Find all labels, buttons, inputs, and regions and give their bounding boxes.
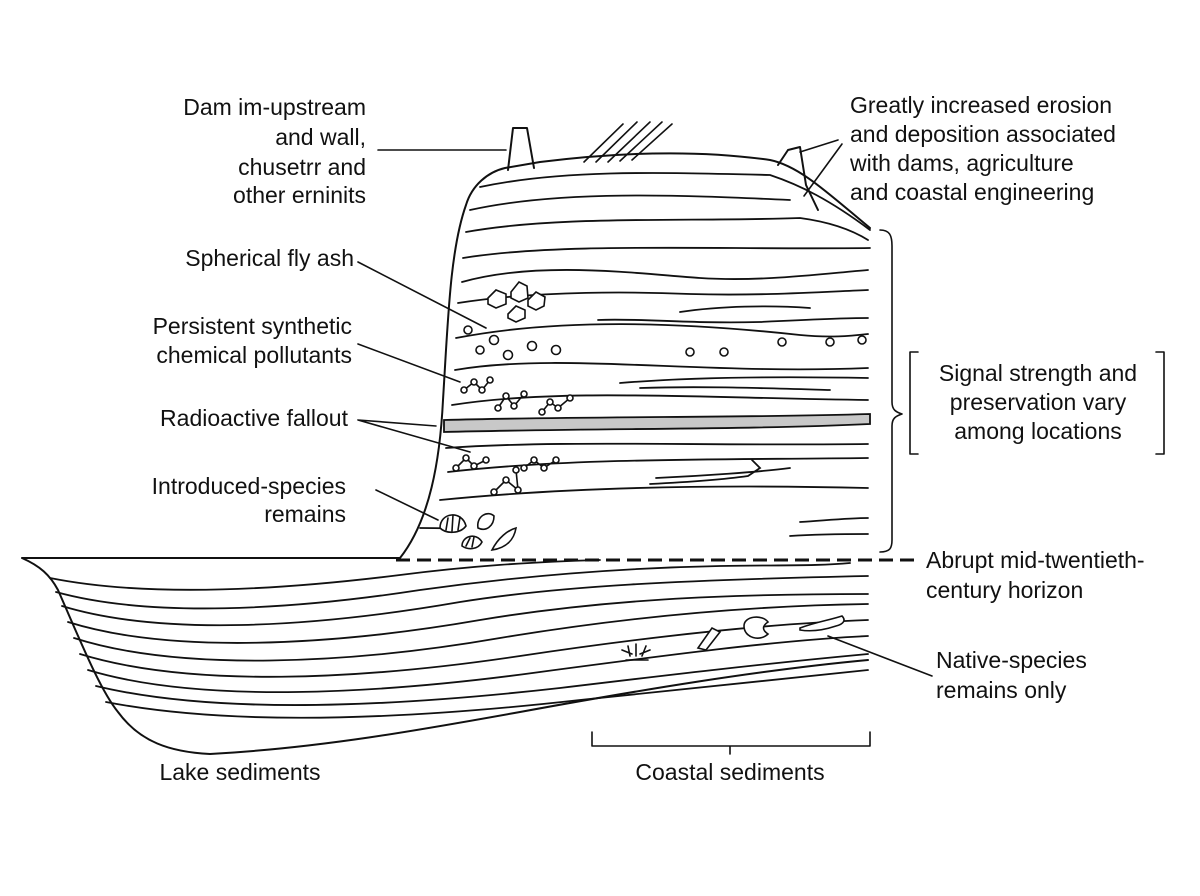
- stratum-line: [461, 269, 869, 283]
- leader-lines: [357, 139, 933, 677]
- signal-label-line1: Signal strength and: [939, 360, 1137, 386]
- stratum-line: [462, 246, 871, 259]
- stratum-line: [439, 485, 869, 501]
- stratum-line: [465, 217, 869, 241]
- stratum-line: [95, 653, 869, 707]
- fly-ash-spheres: [463, 325, 867, 361]
- signal-left-bracket: [909, 351, 919, 455]
- stratum-line: [87, 635, 869, 693]
- stratum-line: [655, 467, 791, 479]
- lake-sediments-label: Lake sediments: [159, 759, 320, 785]
- stratum-line: [479, 172, 871, 231]
- stratum-line: [55, 562, 851, 610]
- erosion-label-line4: and coastal engineering: [850, 179, 1094, 205]
- coastal-bracket: [591, 731, 871, 755]
- stratum-line: [49, 559, 601, 591]
- coastal-sediments-label: Coastal sediments: [635, 759, 824, 785]
- dam-label-line3: chusetrr and: [238, 154, 366, 180]
- stratum-line: [105, 669, 869, 719]
- stratum-line: [73, 603, 869, 662]
- pollutants-label-line1: Persistent synthetic: [153, 313, 352, 339]
- dam-label-line2: and wall,: [275, 124, 366, 150]
- horizon-label-line2: century horizon: [926, 577, 1083, 603]
- upper-strata-bracket: [879, 229, 903, 553]
- erosion-label-line1: Greatly increased erosion: [850, 92, 1112, 118]
- stratum-line: [469, 194, 791, 211]
- introduced-species-shells: [439, 512, 517, 552]
- brackets: [591, 229, 1165, 755]
- left-dam-structure: [507, 127, 535, 171]
- lower-strata: [21, 557, 869, 755]
- native-label-line1: Native-species: [936, 647, 1087, 673]
- right-dam-structure: [777, 146, 819, 211]
- stratum-line: [445, 442, 869, 449]
- horizon-label-line1: Abrupt mid-twentieth-: [926, 547, 1145, 573]
- stratum-line: [649, 459, 762, 485]
- stratum-line: [451, 394, 869, 406]
- erosion-label-line3: with dams, agriculture: [849, 150, 1074, 176]
- pollutants-label-line2: chemical pollutants: [156, 342, 352, 368]
- stratum-line: [454, 362, 869, 371]
- pollutant-molecules: [452, 376, 574, 496]
- signal-label-line3: among locations: [954, 418, 1122, 444]
- dam-label-line1: Dam im-upstream: [183, 94, 366, 120]
- signal-label-line2: preservation vary: [950, 389, 1127, 415]
- lake-basin-outline: [21, 557, 869, 755]
- stratum-line: [61, 575, 869, 627]
- stratum-line: [455, 323, 869, 339]
- native-species-fossils: [621, 615, 845, 661]
- introduced-label-line1: Introduced-species: [152, 473, 346, 499]
- surface-hatch-lines: [583, 121, 673, 163]
- stratum-line: [597, 317, 869, 324]
- stratum-line: [619, 376, 869, 384]
- crystal-particles: [487, 280, 546, 323]
- stratum-line: [679, 305, 811, 313]
- stratum-line: [799, 517, 869, 523]
- fallout-label: Radioactive fallout: [160, 405, 349, 431]
- radioactive-fallout-band: [443, 413, 871, 433]
- upper-block-outline: [399, 152, 871, 559]
- native-label-line2: remains only: [936, 677, 1067, 703]
- erosion-label-line2: and deposition associated: [850, 121, 1116, 147]
- stratum-line: [639, 386, 831, 391]
- fly-ash-label: Spherical fly ash: [185, 245, 354, 271]
- introduced-label-line2: remains: [264, 501, 346, 527]
- stratum-line: [447, 457, 869, 473]
- stratum-line: [67, 593, 869, 644]
- dam-label-line4: other erninits: [233, 182, 366, 208]
- signal-right-bracket: [1155, 351, 1165, 455]
- upper-strata-block: [399, 121, 871, 559]
- labels: Dam im-upstream and wall, chusetrr and o…: [152, 92, 1145, 785]
- stratum-line: [789, 533, 869, 537]
